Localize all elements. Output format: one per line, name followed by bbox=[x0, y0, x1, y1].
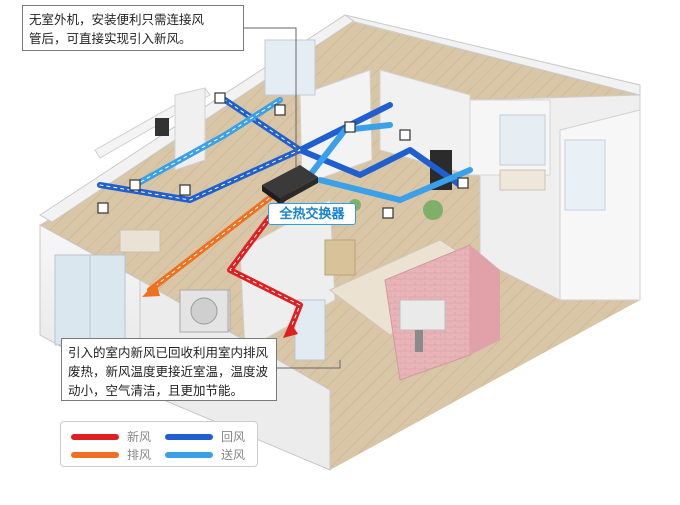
floor-plan bbox=[39, 14, 641, 471]
legend-label-return-air: 回风 bbox=[221, 430, 246, 444]
legend-swatch-fresh-air bbox=[71, 434, 119, 440]
legend-label-supply-air: 送风 bbox=[221, 448, 246, 462]
legend-label-exhaust-air: 排风 bbox=[127, 448, 152, 462]
callout-top-line-2: 管后，可直接实现引入新风。 bbox=[29, 31, 192, 46]
callout-bottom-line-3: 动小，空气清洁，且更加节能。 bbox=[68, 383, 244, 398]
legend-swatch-supply-air bbox=[165, 452, 213, 458]
vent-icons bbox=[97, 92, 469, 219]
outdoor-unit bbox=[179, 289, 229, 333]
heat-exchanger-label: 全热交换器 bbox=[268, 203, 356, 225]
heat-exchanger-unit bbox=[262, 165, 318, 204]
callout-leaders bbox=[244, 27, 341, 369]
legend-label-fresh-air: 新风 bbox=[127, 430, 152, 444]
callout-no-outdoor-unit: 无室外机，安装便利只需连接风 管后，可直接实现引入新风。 bbox=[22, 5, 244, 51]
callout-bottom-line-2: 废热，新风温度更接近室温，温度波 bbox=[68, 364, 269, 379]
legend-swatch-return-air bbox=[165, 434, 213, 440]
red-fresh-air-duct bbox=[227, 187, 303, 338]
orange-exhaust-duct bbox=[142, 187, 283, 297]
callout-bottom-line-1: 引入的室内新风已回收利用室内排风 bbox=[68, 345, 269, 360]
duct-legend: 新风 回风 排风 送风 bbox=[60, 421, 258, 467]
callout-top-line-1: 无室外机，安装便利只需连接风 bbox=[29, 12, 205, 27]
legend-swatch-exhaust-air bbox=[71, 452, 119, 458]
callout-heat-recovery: 引入的室内新风已回收利用室内排风 废热，新风温度更接近室温，温度波 动小，空气清… bbox=[61, 338, 277, 401]
